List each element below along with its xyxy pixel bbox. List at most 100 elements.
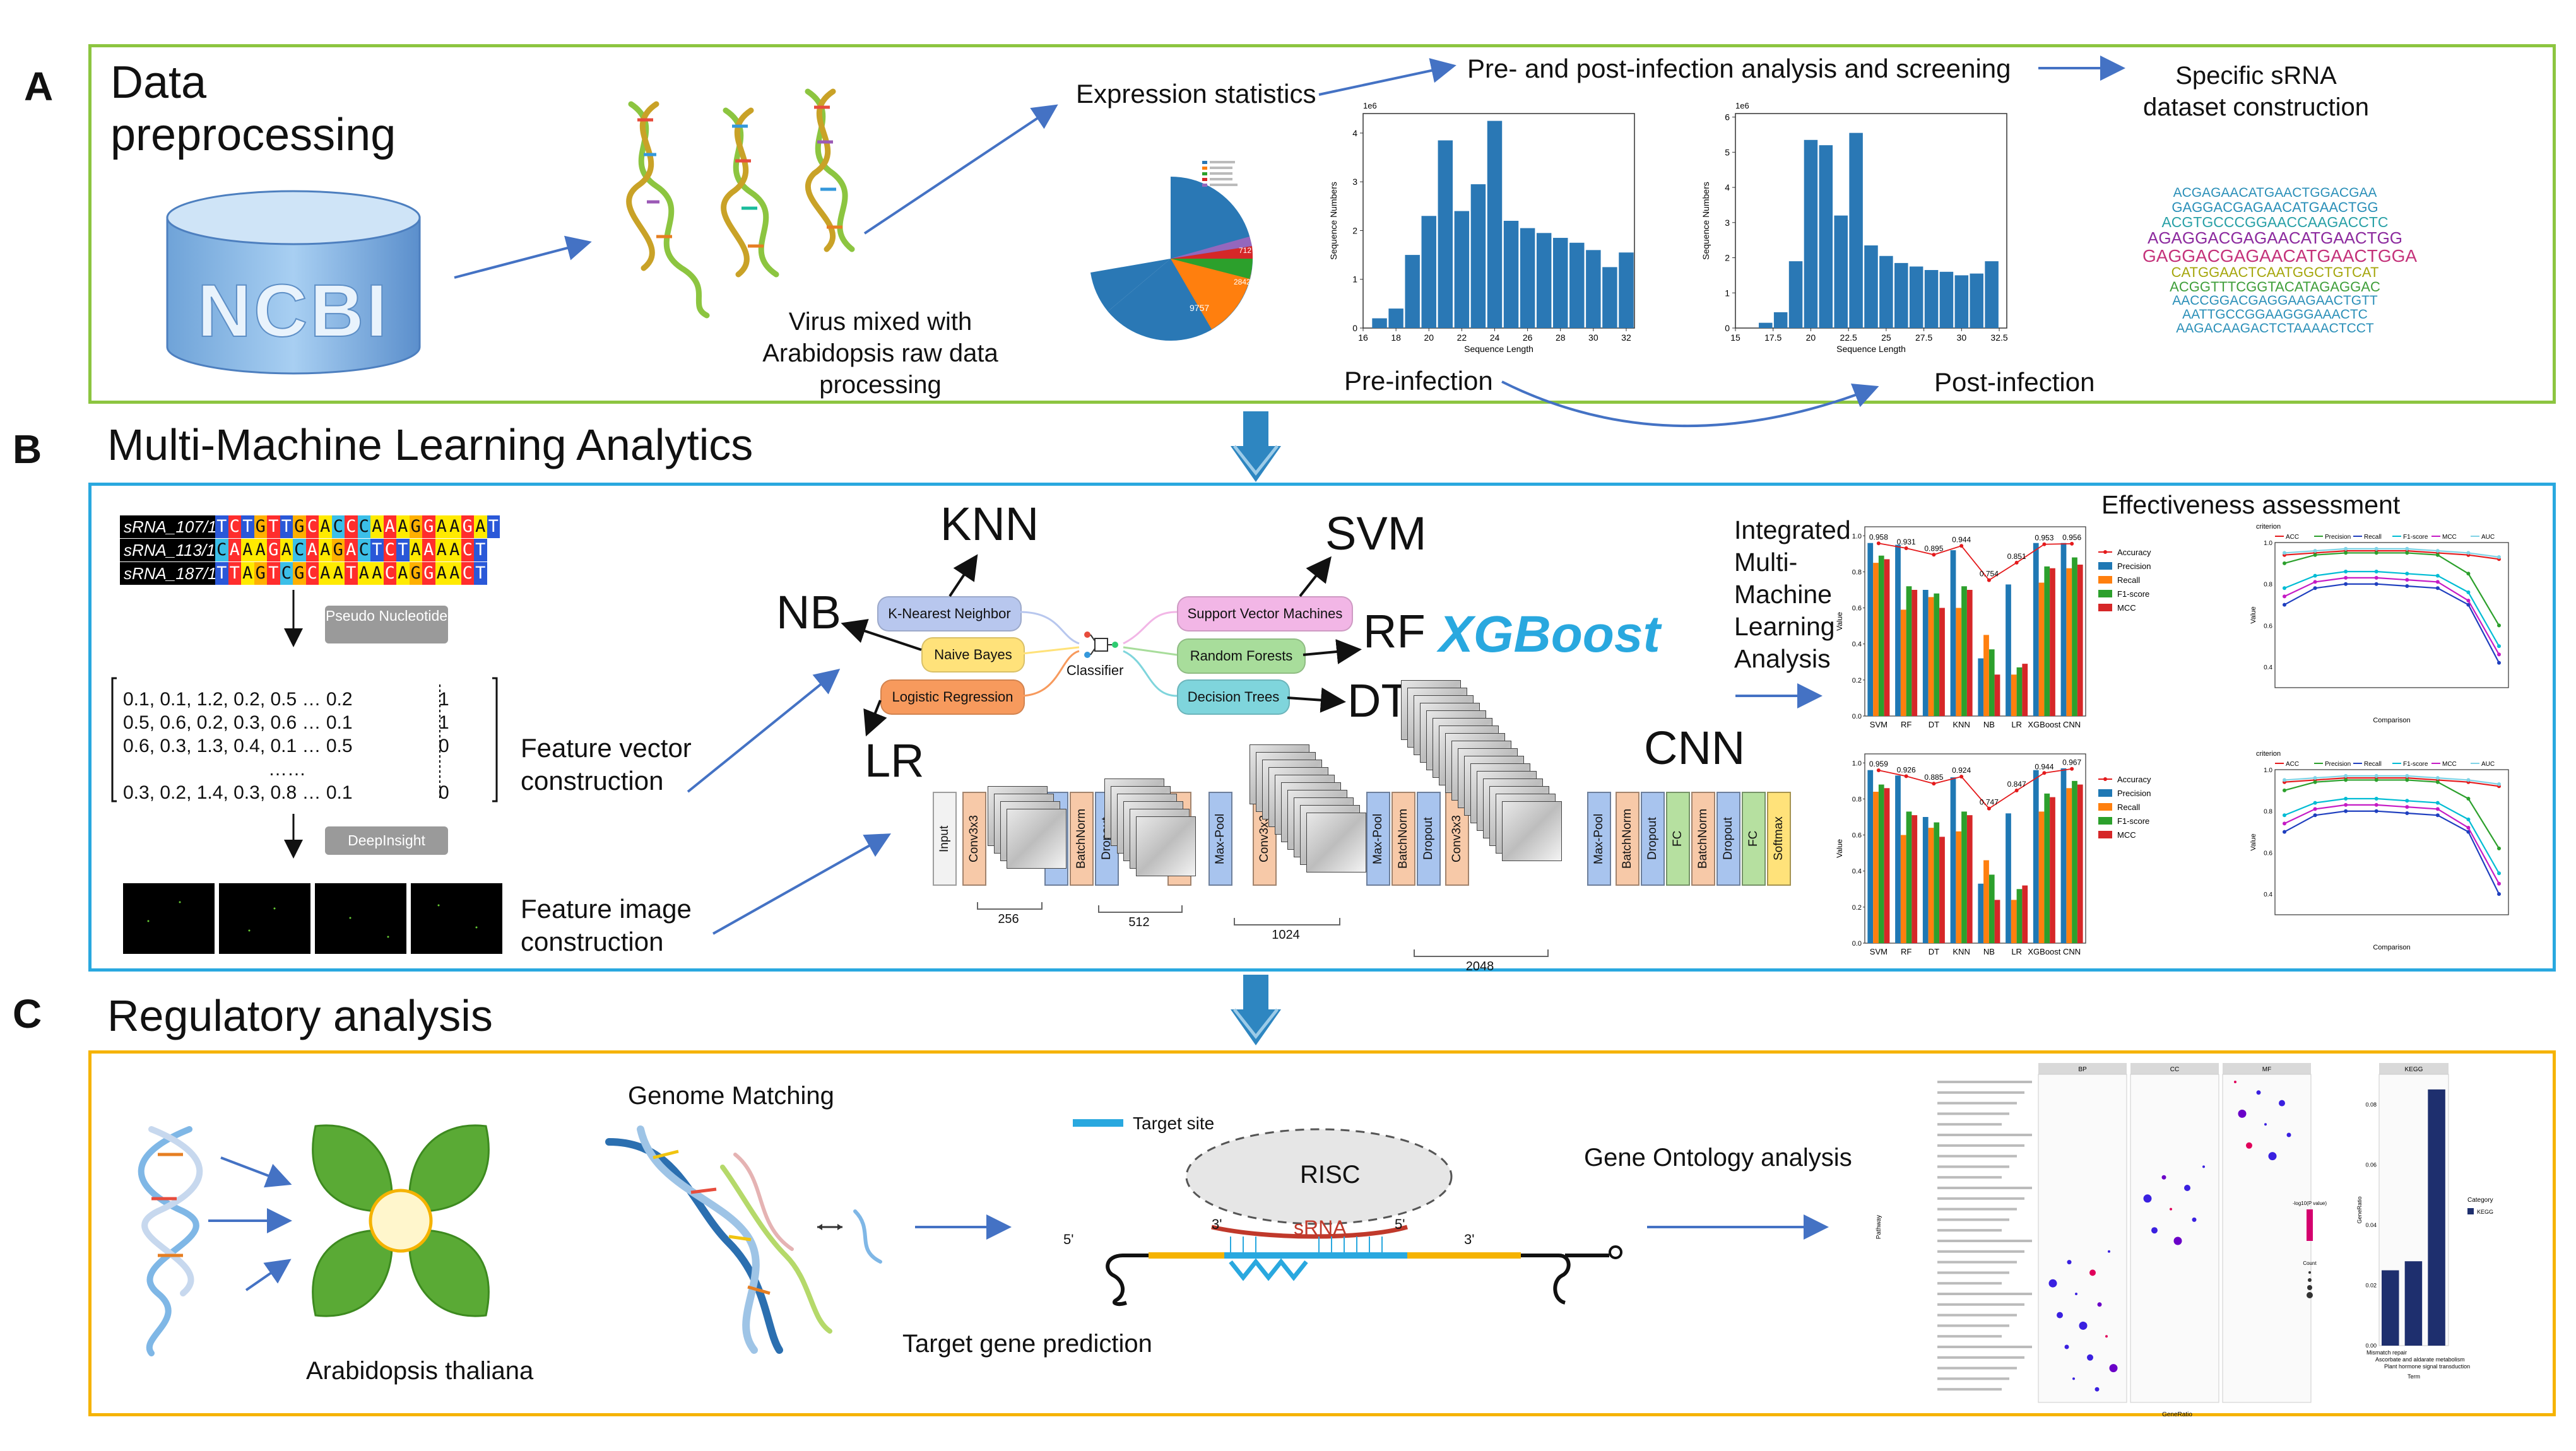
performance-bar: [2066, 568, 2072, 716]
performance-bar: [1900, 609, 1906, 716]
performance-bar: [1939, 608, 1945, 716]
nucleotide: A: [319, 515, 332, 538]
criterion-line: [2284, 810, 2500, 895]
down-arrow-a-b: [1231, 411, 1281, 482]
histogram-bar: [1503, 221, 1519, 328]
pre-infection-label: Pre-infection: [1344, 366, 1493, 396]
go-dot: [2279, 1100, 2285, 1107]
legend-label: MCC: [2117, 830, 2136, 840]
criterion-point: [2497, 644, 2501, 649]
histogram-bar: [1970, 273, 1983, 328]
nucleotide: A: [474, 515, 487, 538]
nucleotide: A: [331, 562, 345, 585]
go-dot: [2109, 1364, 2118, 1373]
accuracy-point: [1876, 768, 1881, 772]
category-label: KNN: [1953, 720, 1970, 729]
legend-count-dot: [2307, 1292, 2313, 1298]
genome-matching-label: Genome Matching: [628, 1082, 834, 1110]
lr-label: LR: [865, 734, 925, 787]
rf-model-box: Random Forests: [1177, 638, 1306, 674]
post-infection-label: Post-infection: [1934, 367, 2095, 397]
y-tick-label: 0.00: [2365, 1342, 2377, 1349]
criterion-point: [2313, 801, 2317, 805]
filter-count: 256: [998, 912, 1019, 926]
dt-model-label: Decision Trees: [1187, 689, 1280, 705]
y-tick-label: 0.8: [1852, 568, 1862, 576]
panel-c-frame: [88, 1050, 2556, 1416]
filter-count: 1024: [1272, 928, 1300, 942]
y-tick-label: 2: [1352, 225, 1357, 235]
legend-label: MCC: [2442, 534, 2457, 541]
x-axis-label: Term: [2408, 1373, 2420, 1380]
performance-bar: [2044, 566, 2050, 716]
performance-bar: [1988, 649, 1995, 716]
criterion-point: [2374, 773, 2378, 778]
criterion-point: [2466, 551, 2471, 555]
nucleotide: G: [409, 515, 422, 538]
pathway-label-bar: [1937, 1346, 2032, 1348]
category-label: RF: [1901, 947, 1911, 956]
go-dot: [2256, 1090, 2261, 1095]
pathway-label-bar: [1937, 1240, 2032, 1242]
performance-bar: [2033, 543, 2039, 716]
analysis-screening-label: Pre- and post-infection analysis and scr…: [1467, 54, 2011, 83]
criterion-point: [2405, 546, 2409, 551]
histogram-bar: [1849, 132, 1863, 328]
criterion-point: [2283, 821, 2286, 826]
performance-bar: [1994, 900, 2000, 943]
nucleotide: A: [448, 539, 461, 561]
nucleotide: T: [370, 539, 384, 561]
kegg-term-label: Mismatch repair: [2366, 1349, 2407, 1356]
go-dot: [2264, 1123, 2267, 1126]
pathway-label-bar: [1937, 1197, 2024, 1200]
x-tick-label: 25: [1881, 332, 1891, 343]
x-tick-label: 24: [1490, 332, 1500, 343]
y-tick-label: 4: [1725, 182, 1730, 192]
performance-bar: [2006, 813, 2011, 943]
nucleotide: A: [319, 539, 332, 561]
histogram-bar: [1939, 271, 1954, 328]
go-dot: [2173, 1237, 2182, 1245]
facet-label: KEGG: [2405, 1066, 2423, 1073]
criterion-point: [2374, 778, 2378, 782]
srna-sequence: AAGACAAGACTCTAAAACTCCT: [2176, 321, 2374, 336]
criterion-point: [2405, 551, 2409, 555]
y-tick-label: 1.0: [2264, 767, 2272, 774]
legend-label: Precision: [2117, 789, 2151, 798]
nucleotide: G: [422, 515, 435, 538]
nucleotide: G: [461, 515, 474, 538]
x-tick-label: 26: [1523, 332, 1533, 343]
legend-label: Precision: [2325, 761, 2351, 768]
y-tick-label: 6: [1725, 112, 1730, 122]
accuracy-value: 0.847: [2007, 780, 2026, 789]
criterion-point: [2466, 778, 2471, 782]
nucleotide: T: [474, 562, 487, 585]
nucleotide: G: [293, 562, 306, 585]
down-arrow-b-c: [1231, 975, 1281, 1045]
matrix-row: ……: [123, 758, 489, 781]
accuracy-point: [2070, 541, 2074, 546]
nucleotide: A: [383, 515, 396, 538]
criterion-point: [2344, 546, 2348, 551]
criterion-point: [2466, 797, 2471, 801]
go-dot: [2143, 1194, 2152, 1203]
panel-a-title: Data preprocessing: [110, 57, 396, 160]
y-tick-label: 1.0: [2264, 540, 2272, 547]
performance-bar: [2033, 770, 2039, 943]
legend-title: criterion: [2256, 750, 2281, 758]
nucleotide: G: [254, 562, 267, 585]
histogram-bar: [1421, 216, 1436, 328]
rna-strand-icon: [138, 1126, 203, 1356]
go-dot: [2067, 1260, 2072, 1265]
accuracy-point: [1987, 578, 1991, 582]
y-tick-label: 0.6: [1852, 832, 1862, 840]
kegg-bar: [2382, 1270, 2399, 1346]
kegg-term-label: Plant hormone signal transduction: [2384, 1363, 2470, 1370]
accuracy-point: [1987, 806, 1991, 811]
criterion-point: [2466, 826, 2471, 830]
criterion-point: [2374, 570, 2378, 573]
y-tick-label: 0.08: [2365, 1101, 2377, 1108]
y-tick-label: 0.4: [2264, 664, 2272, 671]
performance-bar: [2006, 584, 2011, 716]
